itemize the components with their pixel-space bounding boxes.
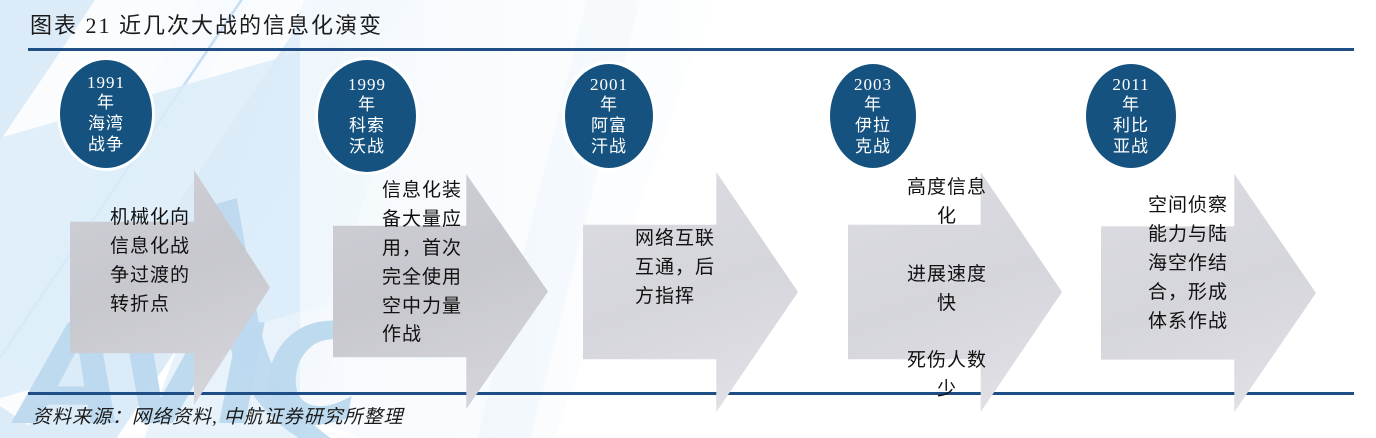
timeline-stage: 1991 年 海湾 战争 机械化向 信息化战 争过渡的 转折点 1999 年 科…: [0, 52, 1376, 412]
stage-badge-label: 1991 年 海湾 战争: [87, 72, 125, 154]
stage-badge-3[interactable]: 2001 年 阿富 汗战: [565, 64, 653, 168]
stage-badge-label: 2011 年 利比 亚战: [1112, 74, 1150, 156]
stage-badge-4[interactable]: 2003 年 伊拉 克战: [830, 64, 916, 168]
stage-badge-1[interactable]: 1991 年 海湾 战争: [60, 60, 152, 168]
timeline-node-2: 1999 年 科索 沃战 信息化装 备大量应 用，首次 完全使用 空中力量 作战: [300, 52, 560, 409]
source-divider-bottom: [28, 392, 1354, 395]
title-divider-top: [28, 48, 1354, 51]
stage-badge-label: 2003 年 伊拉 克战: [854, 74, 892, 156]
stage-badge-5[interactable]: 2011 年 利比 亚战: [1086, 64, 1176, 168]
stage-badge-label: 2001 年 阿富 汗战: [590, 74, 628, 156]
figure-title: 图表 21 近几次大战的信息化演变: [30, 13, 384, 38]
stage-badge-label: 1999 年 科索 沃战: [348, 74, 386, 156]
source-note: 资料来源：网络资料, 中航证券研究所整理: [32, 407, 404, 428]
timeline-node-1: 1991 年 海湾 战争 机械化向 信息化战 争过渡的 转折点: [0, 52, 300, 405]
stage-arrow-label-4: 高度信息 化 进展速度 快 死伤人数 少: [906, 177, 987, 401]
stage-arrow-label-1: 机械化向 信息化战 争过渡的 转折点: [110, 207, 191, 315]
timeline-node-4: 2003 年 伊拉 克战 高度信息 化 进展速度 快 死伤人数 少: [830, 52, 1095, 412]
stage-arrow-label-2: 信息化装 备大量应 用，首次 完全使用 空中力量 作战: [382, 180, 463, 346]
stage-arrow-label-5: 空间侦察 能力与陆 海空作结 合，形成 体系作战: [1148, 195, 1229, 332]
stage-arrow-label-3: 网络互联 互通，后 方指挥: [635, 228, 716, 307]
timeline-node-5: 2011 年 利比 亚战 空间侦察 能力与陆 海空作结 合，形成 体系作战: [1086, 52, 1376, 412]
timeline-node-3: 2001 年 阿富 汗战 网络互联 互通，后 方指挥: [560, 52, 830, 412]
stage-badge-2[interactable]: 1999 年 科索 沃战: [318, 60, 416, 172]
